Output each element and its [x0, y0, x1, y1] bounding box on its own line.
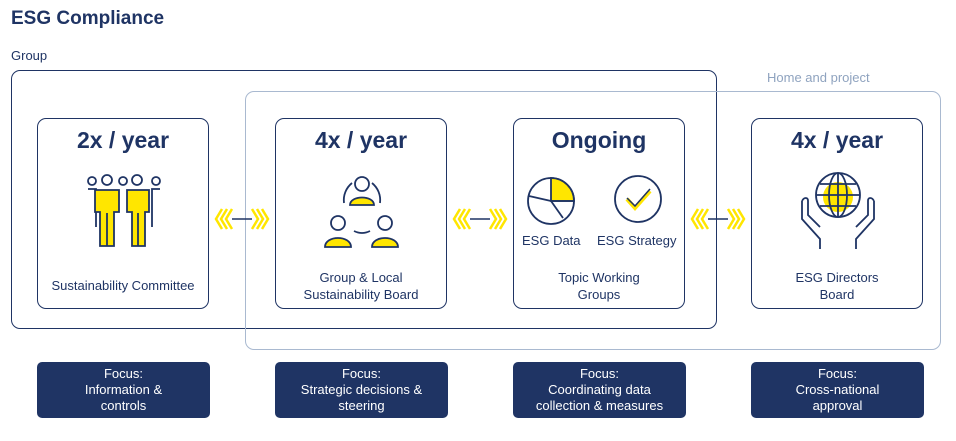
card-name-line2: Sustainability Board — [303, 287, 419, 302]
focus-box-information: Focus:Information &controls — [37, 362, 210, 418]
hands-globe-icon — [801, 172, 875, 249]
card-sustainability-committee: 2x / year Sustainability Committee — [37, 118, 209, 309]
card-group-local-board: 4x / year Group & Local Sustainability B… — [275, 118, 447, 309]
page-title: ESG Compliance — [11, 8, 165, 29]
focus-label: Focus: — [103, 366, 143, 381]
card-name-line1: Group & Local — [319, 270, 403, 285]
focus-label: Focus: — [817, 366, 857, 381]
group-label: Group — [11, 48, 48, 63]
focus-label: Focus: — [579, 366, 619, 381]
focus-text-line2: collection & measures — [535, 398, 664, 413]
focus-box-strategic: Focus:Strategic decisions &steering — [275, 362, 448, 418]
card-name-line1: ESG Directors — [795, 270, 879, 285]
home-project-label: Home and project — [767, 70, 870, 85]
card-frequency: 4x / year — [314, 127, 408, 153]
card-topic-working-groups: Ongoing ESG Data ESG Strategy Topic Work… — [513, 118, 685, 309]
focus-text-line2: approval — [812, 398, 863, 413]
board-meeting-icon — [324, 176, 399, 248]
pie-chart-icon — [527, 177, 575, 225]
esg-data-label: ESG Data — [522, 233, 581, 248]
card-name: Sustainability Committee — [51, 278, 195, 293]
card-frequency: 4x / year — [790, 127, 884, 153]
focus-text-line1: Coordinating data — [548, 382, 651, 397]
card-name-line2: Board — [819, 287, 855, 302]
checkmark-icon — [614, 175, 662, 223]
bidirectional-arrow-icon — [452, 208, 508, 230]
esg-strategy-label: ESG Strategy — [597, 233, 677, 248]
card-name-line1: Topic Working — [558, 270, 640, 285]
focus-text-line2: controls — [100, 398, 147, 413]
group-boundary — [11, 70, 717, 329]
home-project-boundary — [245, 91, 941, 350]
focus-text-line1: Cross-national — [795, 382, 880, 397]
card-name-line2: Groups — [577, 287, 621, 302]
card-esg-directors-board: 4x / year ESG Directors Board — [751, 118, 923, 309]
bidirectional-arrow-icon — [690, 208, 746, 230]
focus-text-line2: steering — [338, 398, 385, 413]
card-frequency: Ongoing — [551, 127, 647, 153]
focus-text-line1: Strategic decisions & — [300, 382, 423, 397]
focus-text-line1: Information & — [84, 382, 163, 397]
bidirectional-arrow-icon — [214, 208, 270, 230]
people-group-icon — [87, 174, 161, 247]
card-frequency: 2x / year — [76, 127, 170, 153]
focus-label: Focus: — [341, 366, 381, 381]
